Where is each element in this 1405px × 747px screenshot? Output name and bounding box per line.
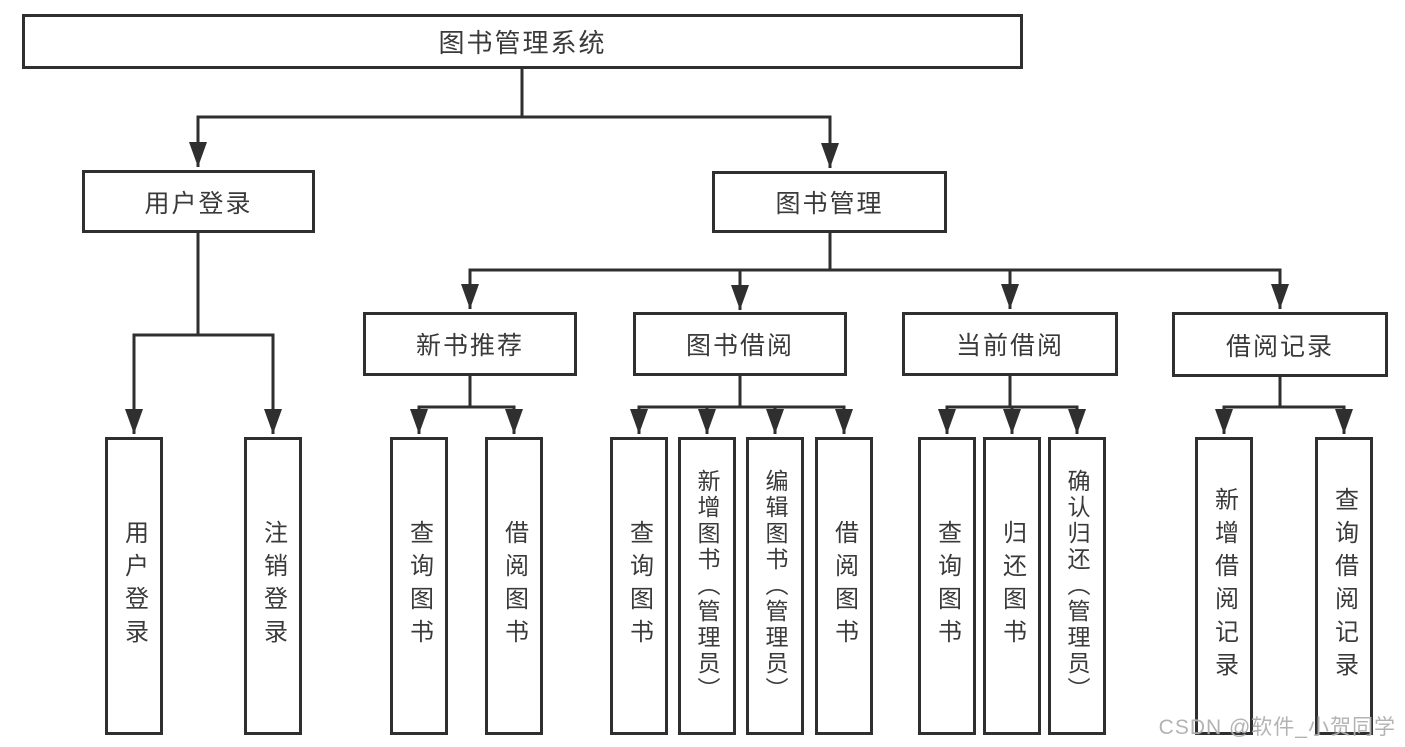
node-current-borrow: 当前借阅 bbox=[902, 312, 1118, 376]
leaf-borrow-books-recommend: 借阅图书 bbox=[485, 437, 543, 735]
leaf-query-borrow-record: 查询借阅记录 bbox=[1315, 437, 1373, 735]
leaf-add-books-admin: 新增图书（管理员） bbox=[678, 437, 736, 735]
node-book-borrow: 图书借阅 bbox=[633, 312, 847, 376]
leaf-confirm-return-admin: 确认归还（管理员） bbox=[1048, 437, 1106, 735]
node-borrow-records: 借阅记录 bbox=[1172, 312, 1388, 377]
leaf-edit-books-admin: 编辑图书（管理员） bbox=[746, 437, 804, 735]
node-book-management: 图书管理 bbox=[712, 171, 947, 233]
leaf-logout: 注销登录 bbox=[244, 437, 302, 735]
node-root: 图书管理系统 bbox=[22, 14, 1023, 69]
node-user-login: 用户登录 bbox=[82, 170, 315, 233]
node-new-book-recommend: 新书推荐 bbox=[363, 312, 577, 376]
leaf-borrow-books: 借阅图书 bbox=[815, 437, 873, 735]
leaf-query-books-borrow: 查询图书 bbox=[610, 437, 668, 735]
leaf-return-books: 归还图书 bbox=[983, 437, 1041, 735]
leaf-query-books-recommend: 查询图书 bbox=[390, 437, 448, 735]
leaf-query-books-current: 查询图书 bbox=[918, 437, 976, 735]
leaf-user-login: 用户登录 bbox=[105, 437, 163, 735]
watermark: CSDN @软件_小贺同学 bbox=[1158, 716, 1396, 739]
leaf-add-borrow-record: 新增借阅记录 bbox=[1195, 437, 1253, 735]
